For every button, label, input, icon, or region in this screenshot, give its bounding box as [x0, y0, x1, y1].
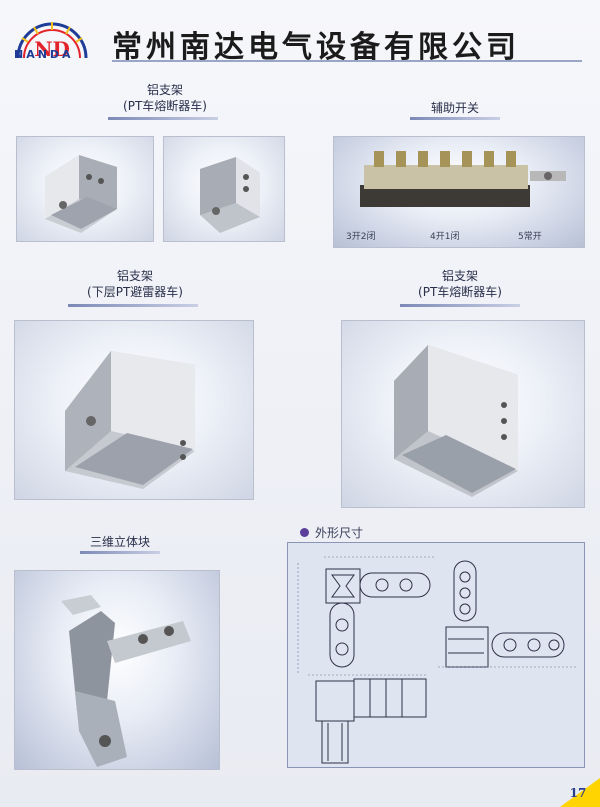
caption-line2: (PT车熔断器车) [418, 285, 502, 299]
bullet-dot [300, 528, 309, 537]
switch-label-4: 4开1闭 [430, 232, 460, 242]
switch-label-3: 3开2闭 [346, 232, 376, 242]
photo-aluminum-bracket-b [163, 136, 285, 242]
caption-auxiliary-switch: 辅助开关 [430, 101, 479, 115]
logo-letters: ND [34, 37, 70, 61]
company-logo: ND [12, 18, 92, 72]
photo-3d-block [14, 570, 220, 770]
page-number: 17 [569, 786, 587, 800]
caption-bracket-pt-fuse-2: 铝支架 (PT车熔断器车) [400, 268, 520, 300]
header-divider [112, 60, 582, 62]
caption-underline [68, 304, 198, 307]
switch-label-5: 5常开 [518, 232, 542, 242]
caption-dimensions: 外形尺寸 [315, 526, 364, 540]
caption-underline [80, 551, 160, 554]
photo-aluminum-bracket-a [16, 136, 154, 242]
photo-aluminum-bracket-large-a [14, 320, 254, 500]
caption-underline [108, 117, 218, 120]
caption-line1: 铝支架 [146, 83, 183, 97]
caption-bracket-lower-pt: 铝支架 (下层PT避雷器车) [70, 268, 200, 300]
caption-line2: (PT车熔断器车) [123, 99, 207, 113]
page-corner-marker [560, 778, 600, 807]
brand-name: NANDA [14, 48, 74, 61]
caption-line1: 铝支架 [116, 269, 153, 283]
caption-underline [400, 304, 520, 307]
caption-line1: 铝支架 [441, 269, 478, 283]
caption-bracket-pt-fuse-1: 铝支架 (PT车熔断器车) [110, 82, 220, 114]
photo-auxiliary-switch: 3开2闭 4开1闭 5常开 [333, 136, 585, 248]
caption-line2: (下层PT避雷器车) [87, 285, 183, 299]
caption-underline [410, 117, 500, 120]
caption-3d-block: 三维立体块 [89, 535, 150, 549]
company-name: 常州南达电气设备有限公司 [112, 30, 520, 65]
photo-aluminum-bracket-large-b [341, 320, 585, 508]
technical-drawing [287, 542, 585, 768]
